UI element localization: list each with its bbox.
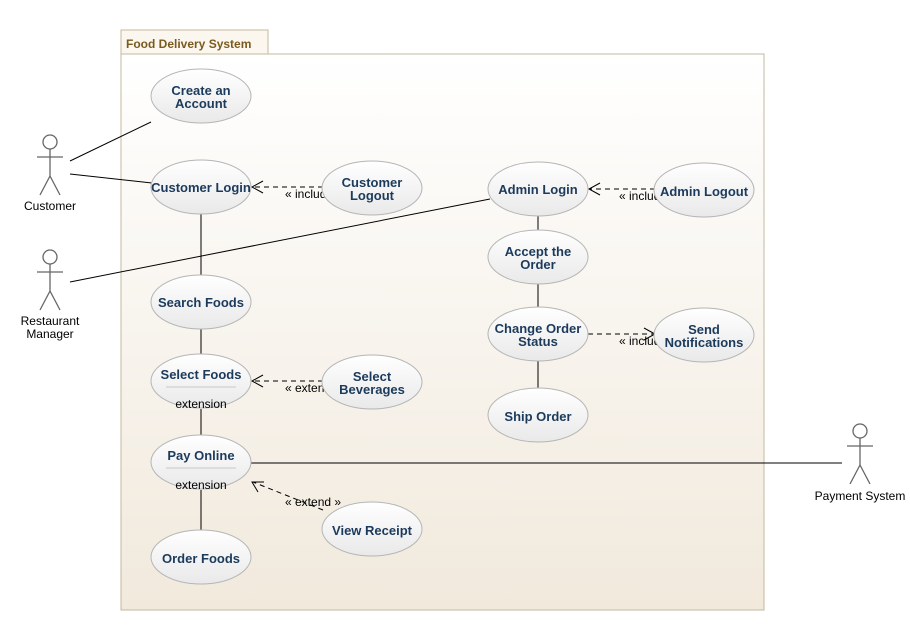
actor-payment-system[interactable]: Payment System [815, 423, 906, 503]
use-case-view-receipt[interactable]: View Receipt [321, 501, 423, 557]
system-title-tab [120, 29, 269, 56]
use-case-admin-logout[interactable]: Admin Logout [653, 162, 755, 218]
extension-point-label: extension [175, 478, 226, 492]
svg-text:Ship Order: Ship Order [504, 409, 571, 424]
assoc-manager-admin-login [69, 198, 491, 283]
associations [69, 121, 842, 530]
assoc-customer-create-account [69, 121, 152, 162]
assoc-customer-login [69, 173, 153, 184]
use-case-ship-order[interactable]: Ship Order [487, 387, 589, 443]
svg-text:Pay Online: Pay Online [167, 448, 234, 463]
use-case-order-foods[interactable]: Order Foods [150, 529, 252, 585]
svg-text:Admin Logout: Admin Logout [660, 184, 749, 199]
use-case-admin-login[interactable]: Admin Login [487, 161, 589, 217]
use-case-pay-online[interactable]: Pay Online extension [150, 434, 252, 492]
svg-text:Customer Login: Customer Login [151, 180, 251, 195]
actor-customer[interactable]: Customer [24, 134, 76, 213]
svg-text:View Receipt: View Receipt [332, 523, 413, 538]
svg-text:Order Foods: Order Foods [162, 551, 240, 566]
system-title: Food Delivery System [126, 37, 251, 51]
actor-label: Payment System [815, 489, 906, 503]
svg-text:Search Foods: Search Foods [158, 295, 244, 310]
extension-point-label: extension [175, 397, 226, 411]
extend-view-receipt-arrow: « extend » [251, 481, 341, 511]
extend-label: « extend » [285, 495, 341, 509]
stick-figure-icon [37, 249, 63, 311]
use-case-select-foods[interactable]: Select Foods extension [150, 353, 252, 411]
actor-label: Customer [24, 199, 76, 213]
svg-text:Admin Login: Admin Login [498, 182, 577, 197]
use-case-search-foods[interactable]: Search Foods [150, 274, 252, 330]
stick-figure-icon [847, 423, 873, 485]
use-case-customer-login[interactable]: Customer Login [150, 159, 252, 215]
stick-figure-icon [37, 134, 63, 196]
svg-text:Select Foods: Select Foods [161, 367, 242, 382]
